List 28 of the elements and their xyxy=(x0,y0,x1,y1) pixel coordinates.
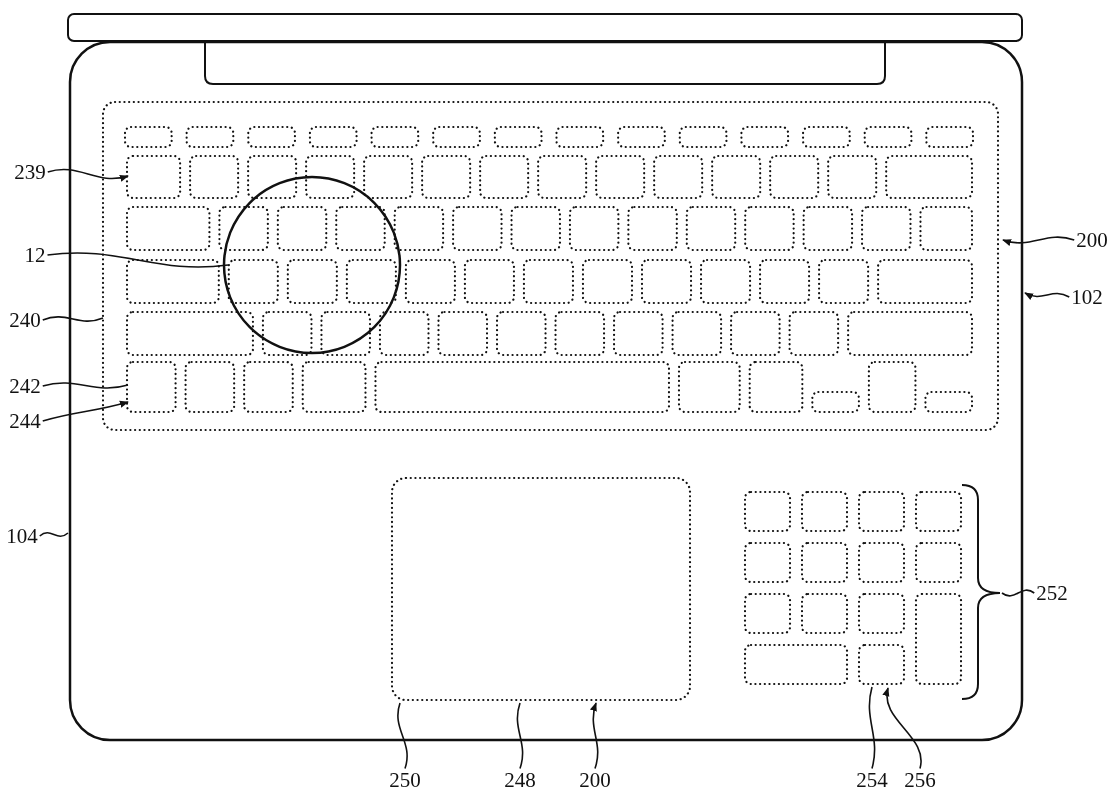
leader-line xyxy=(41,316,104,322)
callout-number: 252 xyxy=(1036,582,1068,604)
callout-number: 248 xyxy=(504,769,536,791)
leader-line xyxy=(1024,292,1071,300)
callout-number: 254 xyxy=(856,769,888,791)
callout-number: 250 xyxy=(389,769,421,791)
callout-number: 104 xyxy=(6,525,38,547)
leader-line xyxy=(516,702,524,770)
leader-line xyxy=(38,531,69,538)
callout-number: 200 xyxy=(579,769,611,791)
leader-line xyxy=(1002,236,1076,246)
leader-line xyxy=(397,702,408,770)
callout-number: 240 xyxy=(9,309,41,331)
callout-number: 102 xyxy=(1071,286,1103,308)
callout-number: 200 xyxy=(1076,229,1108,251)
callout-number: 242 xyxy=(9,375,41,397)
leader-line xyxy=(41,382,129,389)
leader-line xyxy=(883,687,922,770)
leader-line xyxy=(1001,589,1036,597)
callout-number: 12 xyxy=(24,244,46,266)
callout-number: 244 xyxy=(9,410,41,432)
leader-line xyxy=(46,168,129,182)
leader-line xyxy=(46,252,229,268)
leader-line xyxy=(41,400,129,422)
callout-number: 239 xyxy=(14,161,46,183)
callout-number: 256 xyxy=(904,769,936,791)
leader-line xyxy=(590,702,599,770)
leader-line xyxy=(868,686,876,770)
